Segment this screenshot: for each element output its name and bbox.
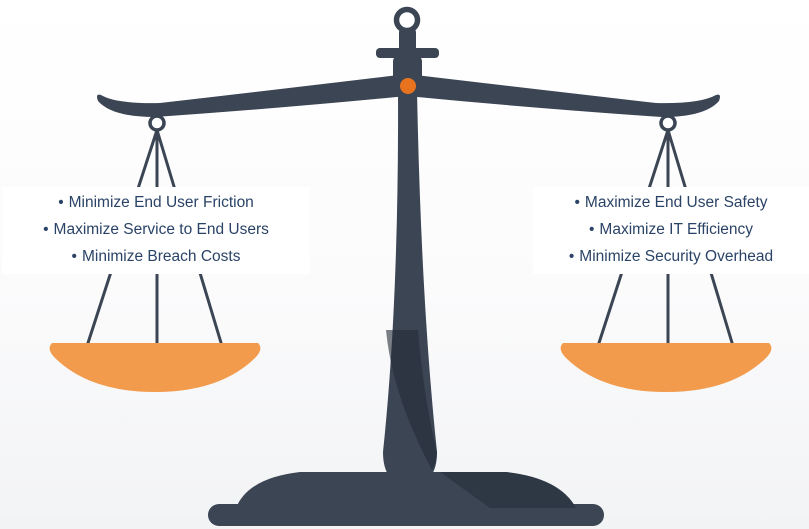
top-neck xyxy=(399,29,416,51)
left-pan-list: Minimize End User Friction Maximize Serv… xyxy=(2,189,310,270)
top-crossbar xyxy=(376,48,439,58)
right-pan-labels: Maximize End User Safety Maximize IT Eff… xyxy=(533,187,809,274)
right-pan-hook xyxy=(659,114,677,132)
top-ring xyxy=(393,6,421,34)
scale-base-shadow xyxy=(440,472,576,508)
right-pan-list: Maximize End User Safety Maximize IT Eff… xyxy=(533,189,809,270)
list-item: Maximize Service to End Users xyxy=(2,216,310,243)
top-collar xyxy=(393,56,422,84)
list-item: Minimize End User Friction xyxy=(2,189,310,216)
pivot-dot xyxy=(400,78,416,94)
scale-base-plate xyxy=(208,504,604,526)
scale-beam xyxy=(97,74,720,117)
left-pan-labels: Minimize End User Friction Maximize Serv… xyxy=(2,187,310,274)
left-pan xyxy=(49,343,261,392)
list-item: Maximize End User Safety xyxy=(533,189,809,216)
left-pan-hook xyxy=(148,114,166,132)
list-item: Minimize Security Overhead xyxy=(533,243,809,270)
list-item: Maximize IT Efficiency xyxy=(533,216,809,243)
scale-pillar-shadow xyxy=(386,330,437,470)
list-item: Minimize Breach Costs xyxy=(2,243,310,270)
right-pan xyxy=(560,343,772,392)
